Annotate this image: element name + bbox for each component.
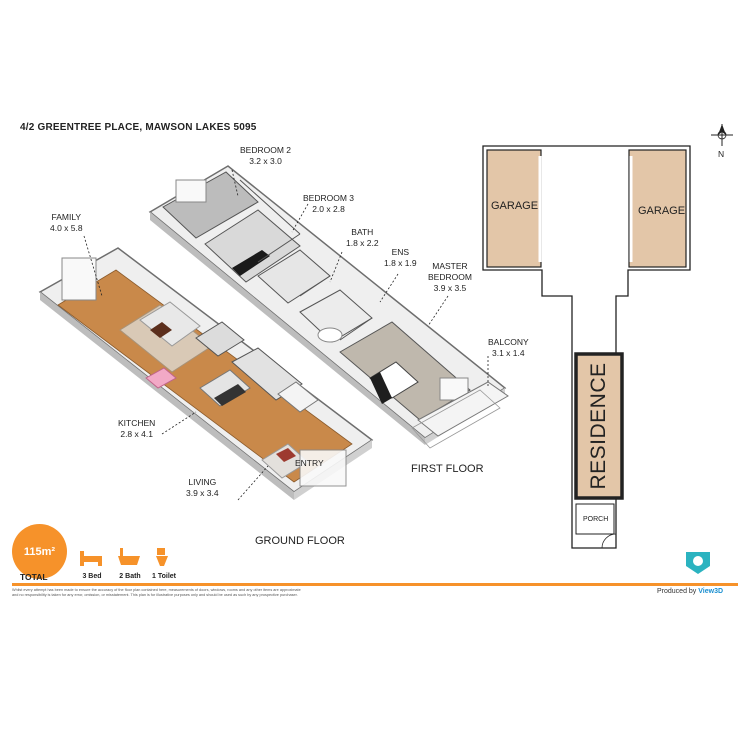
room-name: ENS bbox=[391, 247, 410, 257]
room-dims: 1.8 x 1.9 bbox=[384, 258, 417, 268]
room-name: LIVING bbox=[188, 477, 217, 487]
room-label-bedroom3: BEDROOM 3 2.0 x 2.8 bbox=[303, 193, 354, 215]
room-name: BEDROOM 3 bbox=[303, 193, 355, 203]
room-name: MASTER bbox=[432, 261, 468, 271]
leader-lines bbox=[83, 169, 489, 501]
property-address: 4/2 GREENTREE PLACE, MAWSON LAKES 5095 bbox=[20, 122, 257, 133]
room-name: BATH bbox=[351, 227, 374, 237]
room-name: KITCHEN bbox=[118, 418, 156, 428]
room-label-master: MASTER BEDROOM 3.9 x 3.5 bbox=[428, 261, 472, 294]
room-label-balcony: BALCONY 3.1 x 1.4 bbox=[488, 337, 529, 359]
room-dims: 4.0 x 5.8 bbox=[50, 223, 83, 233]
room-name: BEDROOM 2 bbox=[240, 145, 292, 155]
compass-north-label: N bbox=[718, 149, 725, 159]
site-plan bbox=[482, 145, 691, 549]
room-label-entry: ENTRY bbox=[295, 458, 324, 468]
first-floor-plan bbox=[148, 165, 509, 449]
beds-count: 3 Bed bbox=[82, 573, 102, 580]
disclaimer-text: Whilst every attempt has been made to en… bbox=[12, 588, 301, 597]
room-label-kitchen: KITCHEN 2.8 x 4.1 bbox=[118, 418, 155, 440]
room-dims: 3.2 x 3.0 bbox=[249, 156, 282, 166]
room-label-bath: BATH 1.8 x 2.2 bbox=[346, 227, 379, 249]
garage-left-label: GARAGE bbox=[491, 200, 539, 212]
first-floor-title: FIRST FLOOR bbox=[411, 463, 484, 475]
room-dims: 2.0 x 2.8 bbox=[312, 204, 345, 214]
footer-accent-bar bbox=[12, 583, 738, 586]
baths-count: 2 Bath bbox=[119, 573, 141, 580]
toilet-icon bbox=[156, 548, 168, 566]
room-dims: 3.9 x 3.5 bbox=[433, 283, 467, 293]
ground-floor-plan bbox=[38, 247, 374, 500]
room-name-line2: BEDROOM bbox=[428, 272, 472, 282]
porch-label: PORCH bbox=[583, 516, 609, 523]
area-badge: 115m² bbox=[12, 524, 67, 579]
room-label-living: LIVING 3.9 x 3.4 bbox=[186, 477, 219, 499]
toilets-count: 1 Toilet bbox=[152, 573, 176, 580]
produced-prefix: Produced by bbox=[657, 588, 699, 595]
room-name: BALCONY bbox=[488, 337, 529, 347]
bath-icon bbox=[118, 548, 140, 565]
produced-brand: View3D bbox=[698, 588, 724, 595]
room-label-family: FAMILY 4.0 x 5.8 bbox=[50, 212, 83, 234]
total-label: TOTAL bbox=[20, 572, 48, 582]
room-label-bedroom2: BEDROOM 2 3.2 x 3.0 bbox=[240, 145, 291, 167]
room-dims: 3.1 x 1.4 bbox=[492, 348, 525, 358]
room-name: FAMILY bbox=[51, 212, 82, 222]
bed-icon bbox=[80, 551, 102, 566]
ground-floor-title: GROUND FLOOR bbox=[255, 535, 345, 547]
room-dims: 3.9 x 3.4 bbox=[186, 488, 219, 498]
room-dims: 2.8 x 4.1 bbox=[120, 429, 153, 439]
produced-by: Produced by View3D bbox=[657, 588, 723, 595]
brand-logo-icon bbox=[686, 552, 710, 574]
garage-right-label: GARAGE bbox=[638, 205, 686, 217]
room-label-ens: ENS 1.8 x 1.9 bbox=[384, 247, 417, 269]
room-dims: 1.8 x 2.2 bbox=[346, 238, 379, 248]
residence-label: RESIDENCE bbox=[587, 362, 610, 490]
north-arrow-icon bbox=[711, 124, 733, 146]
